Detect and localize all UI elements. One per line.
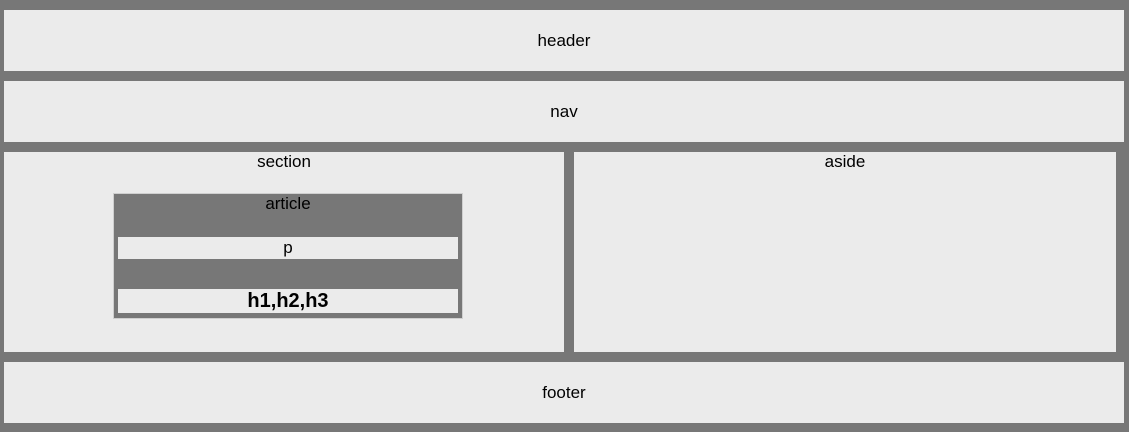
article-box: article p h1,h2,h3 [113,193,463,319]
paragraph-box: p [118,237,458,259]
headings-box: h1,h2,h3 [118,289,458,313]
aside-box: aside [574,152,1116,352]
headings-label: h1,h2,h3 [247,289,329,312]
header-label: header [537,30,591,50]
nav-box: nav [4,81,1124,142]
footer-label: footer [542,382,586,402]
header-box: header [4,10,1124,71]
section-box: section article p h1,h2,h3 [4,152,564,352]
nav-label: nav [550,101,578,121]
paragraph-label: p [283,238,293,257]
article-label: article [265,194,311,213]
section-label: section [257,152,311,171]
aside-label: aside [824,152,866,171]
footer-box: footer [4,362,1124,423]
